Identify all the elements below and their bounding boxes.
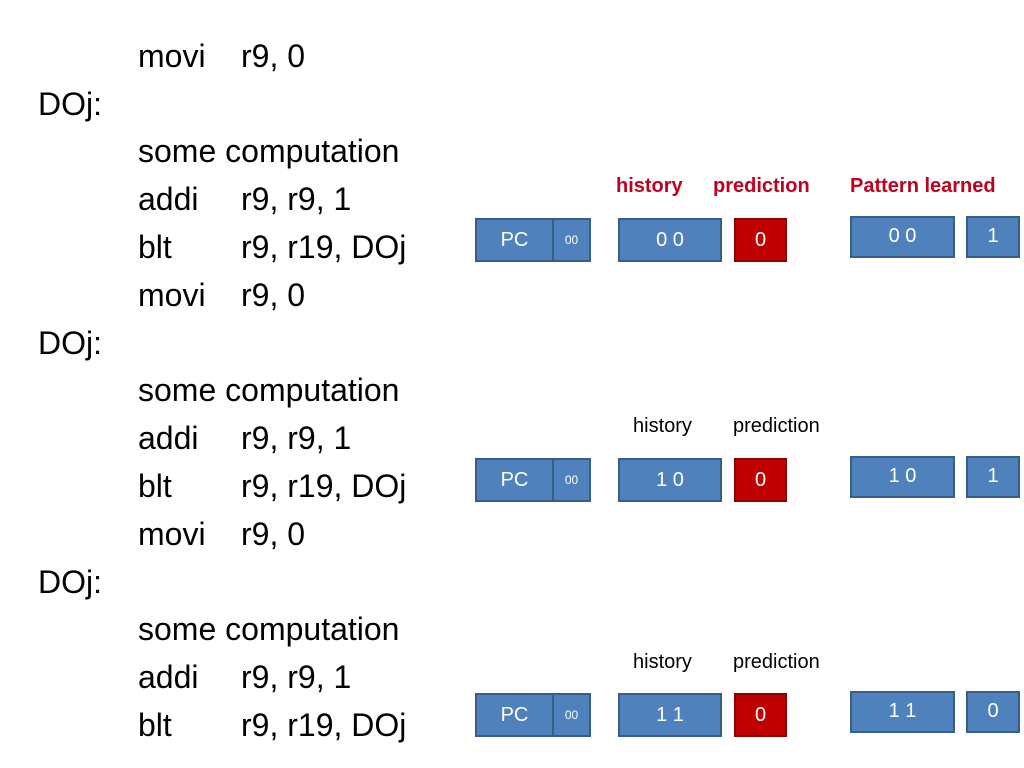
code-args: r9, r19, DOj <box>241 468 407 504</box>
pattern-history-box: 1 0 <box>850 456 955 498</box>
code-op: movi <box>138 277 206 313</box>
code-line-addi-2: addi r9, r9, 1 <box>138 418 351 458</box>
code-args: r9, r19, DOj <box>241 229 407 265</box>
history-box: 1 1 <box>618 693 722 737</box>
code-args: r9, r19, DOj <box>241 707 407 743</box>
history-header: history <box>616 175 683 197</box>
pc-box: PC <box>475 218 554 262</box>
pattern-value-box: 1 <box>966 456 1020 498</box>
pc-box: PC <box>475 458 554 502</box>
code-op: addi <box>138 659 199 695</box>
code-line-blt-1: blt r9, r19, DOj <box>138 227 406 267</box>
code-op: blt <box>138 229 172 265</box>
prediction-box: 0 <box>734 693 787 737</box>
code-line-computation-1: some computation <box>138 133 400 169</box>
code-args: r9, r9, 1 <box>241 181 352 217</box>
history-header: history <box>633 415 692 437</box>
code-line-computation-3: some computation <box>138 611 400 647</box>
code-op: movi <box>138 38 206 74</box>
pattern-learned-header: Pattern learned <box>850 175 996 197</box>
code-line-addi-1: addi r9, r9, 1 <box>138 179 351 219</box>
pc-bits-box: 00 <box>552 458 591 502</box>
code-args: r9, 0 <box>241 516 306 552</box>
history-box: 0 0 <box>618 218 722 262</box>
prediction-box: 0 <box>734 218 787 262</box>
pattern-value-box: 1 <box>966 216 1020 258</box>
code-args: r9, 0 <box>241 277 306 313</box>
code-args: r9, 0 <box>241 38 306 74</box>
code-label-doj-2: DOj: <box>38 325 102 361</box>
pattern-history-box: 1 1 <box>850 691 955 733</box>
history-header: history <box>633 651 692 673</box>
pc-bits-box: 00 <box>552 693 591 737</box>
code-op: blt <box>138 468 172 504</box>
code-op: blt <box>138 707 172 743</box>
code-args: r9, r9, 1 <box>241 420 352 456</box>
code-line-movi-2: movi r9, 0 <box>138 275 305 315</box>
code-label-doj-3: DOj: <box>38 564 102 600</box>
prediction-header: prediction <box>713 175 810 197</box>
code-line-blt-3: blt r9, r19, DOj <box>138 705 406 745</box>
code-line-computation-2: some computation <box>138 372 400 408</box>
pc-bits-box: 00 <box>552 218 591 262</box>
history-box: 1 0 <box>618 458 722 502</box>
code-op: addi <box>138 181 199 217</box>
code-line-movi-1: movi r9, 0 <box>138 36 305 76</box>
pc-box: PC <box>475 693 554 737</box>
prediction-box: 0 <box>734 458 787 502</box>
code-line-blt-2: blt r9, r19, DOj <box>138 466 406 506</box>
pattern-history-box: 0 0 <box>850 216 955 258</box>
code-label-doj-1: DOj: <box>38 86 102 122</box>
pattern-value-box: 0 <box>966 691 1020 733</box>
code-args: r9, r9, 1 <box>241 659 352 695</box>
code-op: addi <box>138 420 199 456</box>
code-line-movi-3: movi r9, 0 <box>138 514 305 554</box>
prediction-header: prediction <box>733 415 820 437</box>
prediction-header: prediction <box>733 651 820 673</box>
code-op: movi <box>138 516 206 552</box>
code-line-addi-3: addi r9, r9, 1 <box>138 657 351 697</box>
